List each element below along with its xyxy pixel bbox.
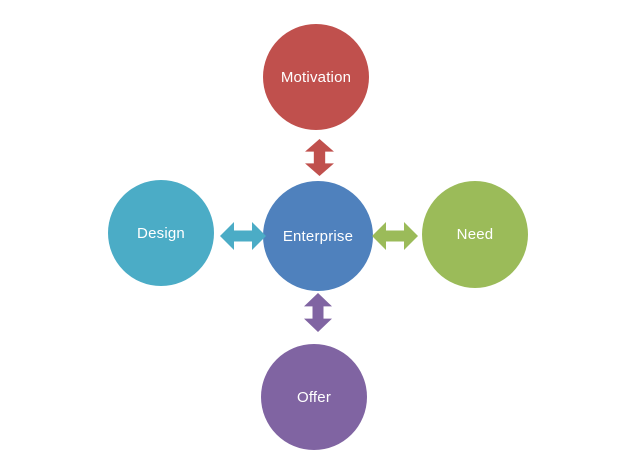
double-arrow-shape xyxy=(372,222,418,250)
double-arrow-icon-design xyxy=(220,222,266,250)
node-enterprise-label: Enterprise xyxy=(282,227,354,245)
double-arrow-shape xyxy=(305,139,334,176)
node-motivation-label: Motivation xyxy=(280,68,352,86)
node-offer-label: Offer xyxy=(296,388,332,406)
node-motivation: Motivation xyxy=(263,24,369,130)
node-design-label: Design xyxy=(137,224,185,242)
node-need-label: Need xyxy=(456,226,494,243)
node-offer: Offer xyxy=(261,344,367,450)
node-design: Design xyxy=(108,180,214,286)
node-enterprise: Enterprise xyxy=(263,181,373,291)
double-arrow-shape xyxy=(220,222,266,250)
double-arrow-shape xyxy=(304,293,332,332)
double-arrow-icon-motivation xyxy=(305,139,334,176)
double-arrow-icon-offer xyxy=(304,293,332,332)
double-arrow-icon-need xyxy=(372,222,418,250)
node-need: Need xyxy=(422,181,528,288)
